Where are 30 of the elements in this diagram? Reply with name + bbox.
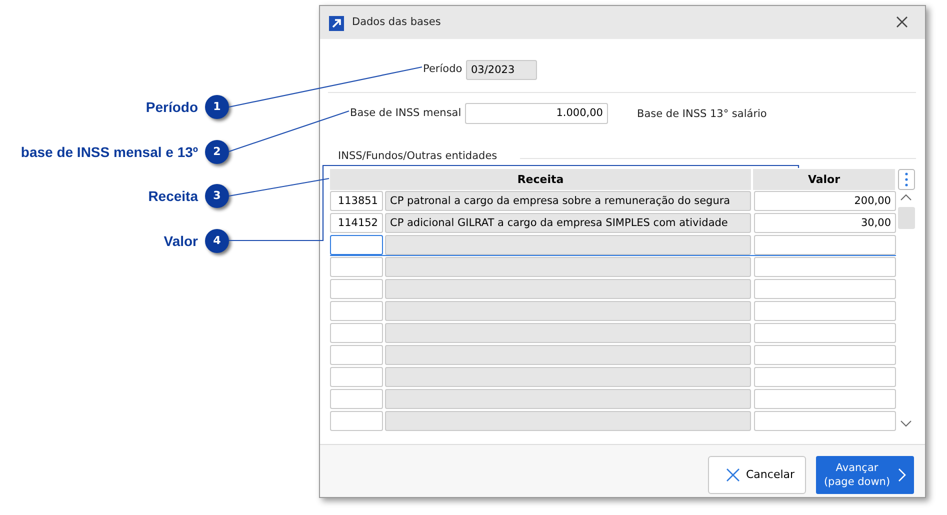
table-cell: CP patronal a cargo da empresa sobre a remuneração do segura xyxy=(385,191,751,211)
cancel-button: Cancelar xyxy=(708,456,806,494)
leader-line xyxy=(228,66,422,108)
column-header: Receita xyxy=(330,169,752,190)
column-header: Valor xyxy=(753,169,896,190)
table-cell: 114152 xyxy=(330,213,383,233)
leader-line xyxy=(228,110,350,152)
group-label: INSS/Fundos/Outras entidades xyxy=(338,149,498,164)
callout-number: 2 xyxy=(205,140,229,164)
leader-line xyxy=(229,164,800,242)
input-field: 1.000,00 xyxy=(465,103,608,124)
callout-number: 1 xyxy=(205,95,229,119)
callout-number: 3 xyxy=(205,184,229,208)
callout-label: Receita xyxy=(147,187,198,206)
table-cell: 113851 xyxy=(330,191,383,211)
leader-line xyxy=(228,178,330,197)
callout-number: 4 xyxy=(205,228,229,252)
input-field: 03/2023 xyxy=(466,60,537,80)
table-cell: 200,00 xyxy=(754,191,896,211)
window-title: Dados das bases xyxy=(352,15,441,30)
table-cell: CP adicional GILRAT a cargo da empresa SIMPLES com atividade xyxy=(385,213,751,233)
field-label: Base de INSS mensal xyxy=(350,103,462,125)
next-button: Avançar (page down) xyxy=(816,456,914,494)
callout-label: Período xyxy=(144,98,198,117)
field-label: Período xyxy=(423,59,462,81)
table-cell: 30,00 xyxy=(754,213,896,233)
dialog-window xyxy=(319,5,926,498)
callout-label: base de INSS mensal e 13º xyxy=(20,142,198,162)
callout-label: Valor xyxy=(162,232,198,250)
field-label: Base de INSS 13° salário xyxy=(637,107,767,122)
